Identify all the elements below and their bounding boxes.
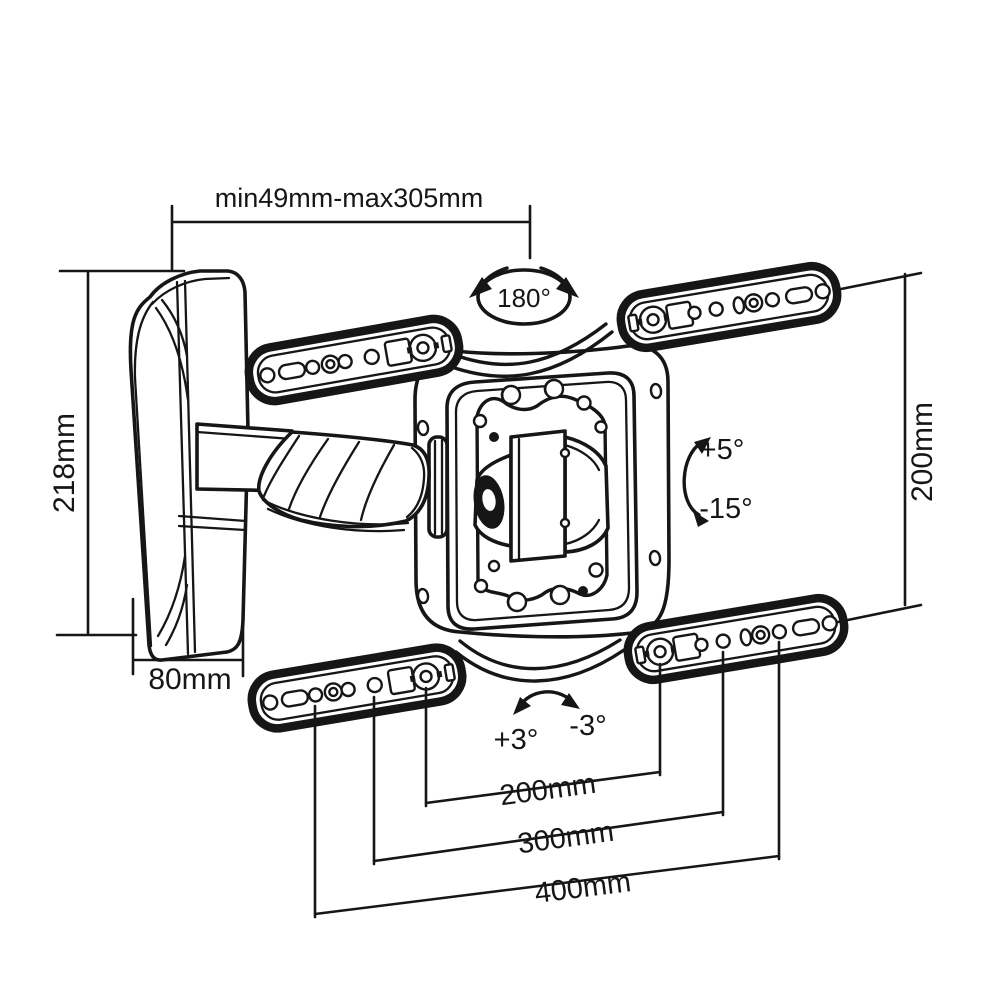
rail-top-left xyxy=(244,314,464,406)
label-swivel-angle: 180° xyxy=(497,283,551,313)
label-roll-minus: -3° xyxy=(569,710,606,742)
wall-bracket xyxy=(128,269,250,662)
pivot-joint xyxy=(473,429,610,563)
label-extension-range: min49mm-max305mm xyxy=(215,183,484,213)
tilt-annotation xyxy=(682,437,711,527)
label-tilt-down: -15° xyxy=(699,493,753,525)
label-roll-plus: +3° xyxy=(494,724,539,756)
rail-bottom-right xyxy=(623,593,849,685)
label-hole-width-200: 200mm xyxy=(498,768,598,813)
label-bracket-depth: 80mm xyxy=(148,663,231,696)
rail-top-right xyxy=(616,261,842,353)
swivel-annotation xyxy=(469,266,579,326)
roll-annotation xyxy=(513,690,580,715)
label-bracket-height: 218mm xyxy=(48,413,81,513)
label-hole-width-400: 400mm xyxy=(533,866,633,910)
swivel-arrow-left xyxy=(469,277,492,298)
dimension-lines xyxy=(55,204,923,919)
vesa-holes xyxy=(472,378,608,613)
rail-bottom-left xyxy=(247,643,467,733)
swivel-arrow-right xyxy=(556,277,579,298)
hinge-strip xyxy=(427,435,449,539)
label-tilt-up: +5° xyxy=(700,434,745,466)
label-hole-width-300: 300mm xyxy=(516,816,616,861)
vesa-plate xyxy=(427,371,639,631)
articulating-arm xyxy=(195,422,431,533)
label-vesa-vertical: 200mm xyxy=(906,402,939,502)
